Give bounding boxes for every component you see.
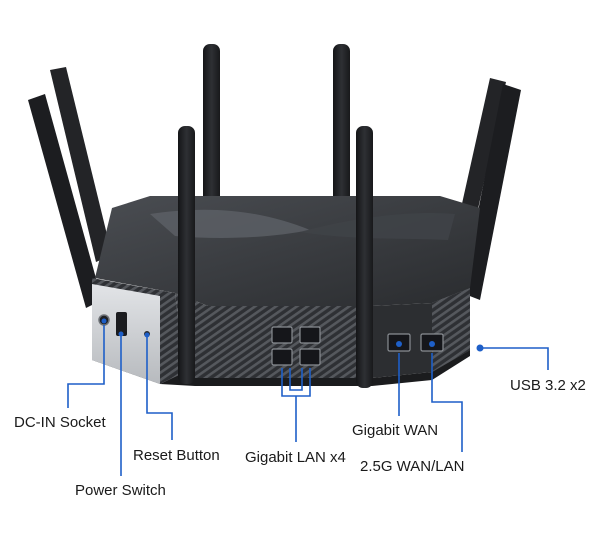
front-antennas [178, 126, 373, 388]
dc-in-callout-line [67, 325, 105, 408]
power-switch [116, 312, 127, 336]
lan-port [271, 326, 293, 344]
wan-lan-25g-label: 2.5G WAN/LAN [360, 458, 465, 475]
lan-port [299, 348, 321, 366]
lan-ports [271, 326, 321, 366]
reset-button-label: Reset Button [133, 447, 220, 464]
anchor-dot [429, 341, 435, 347]
power-switch-label: Power Switch [75, 482, 166, 499]
antenna [356, 126, 373, 388]
anchor-dot [144, 332, 150, 338]
callout-anchors [101, 318, 484, 352]
lan-port [299, 326, 321, 344]
left-panel-controls [98, 312, 150, 337]
base-lip [160, 350, 470, 386]
usb-label: USB 3.2 x2 [510, 377, 586, 394]
back-antennas [203, 44, 350, 219]
gigabit-wan-label: Gigabit WAN [352, 422, 439, 439]
gigabit-lan-label: Gigabit LAN x4 [245, 449, 346, 466]
wan-lan-25g-callout-line [431, 353, 463, 452]
callout-lines [67, 325, 549, 476]
anchor-dot [396, 341, 402, 347]
lan-callout-line [289, 368, 303, 391]
anchor-dot [118, 331, 124, 337]
antenna [28, 94, 102, 308]
antenna [462, 84, 521, 300]
anchor-dot [101, 318, 107, 324]
antenna [333, 44, 350, 219]
rog-pattern [300, 212, 455, 240]
lan-port [271, 348, 293, 366]
usb-callout-line [482, 347, 549, 370]
antenna [50, 67, 112, 262]
antenna [203, 44, 220, 219]
left-antennas [28, 67, 112, 308]
antenna [178, 126, 195, 384]
dc-in-socket-label: DC-IN Socket [14, 414, 106, 431]
anchor-dot [476, 344, 484, 352]
reset-callout-line [146, 337, 173, 440]
